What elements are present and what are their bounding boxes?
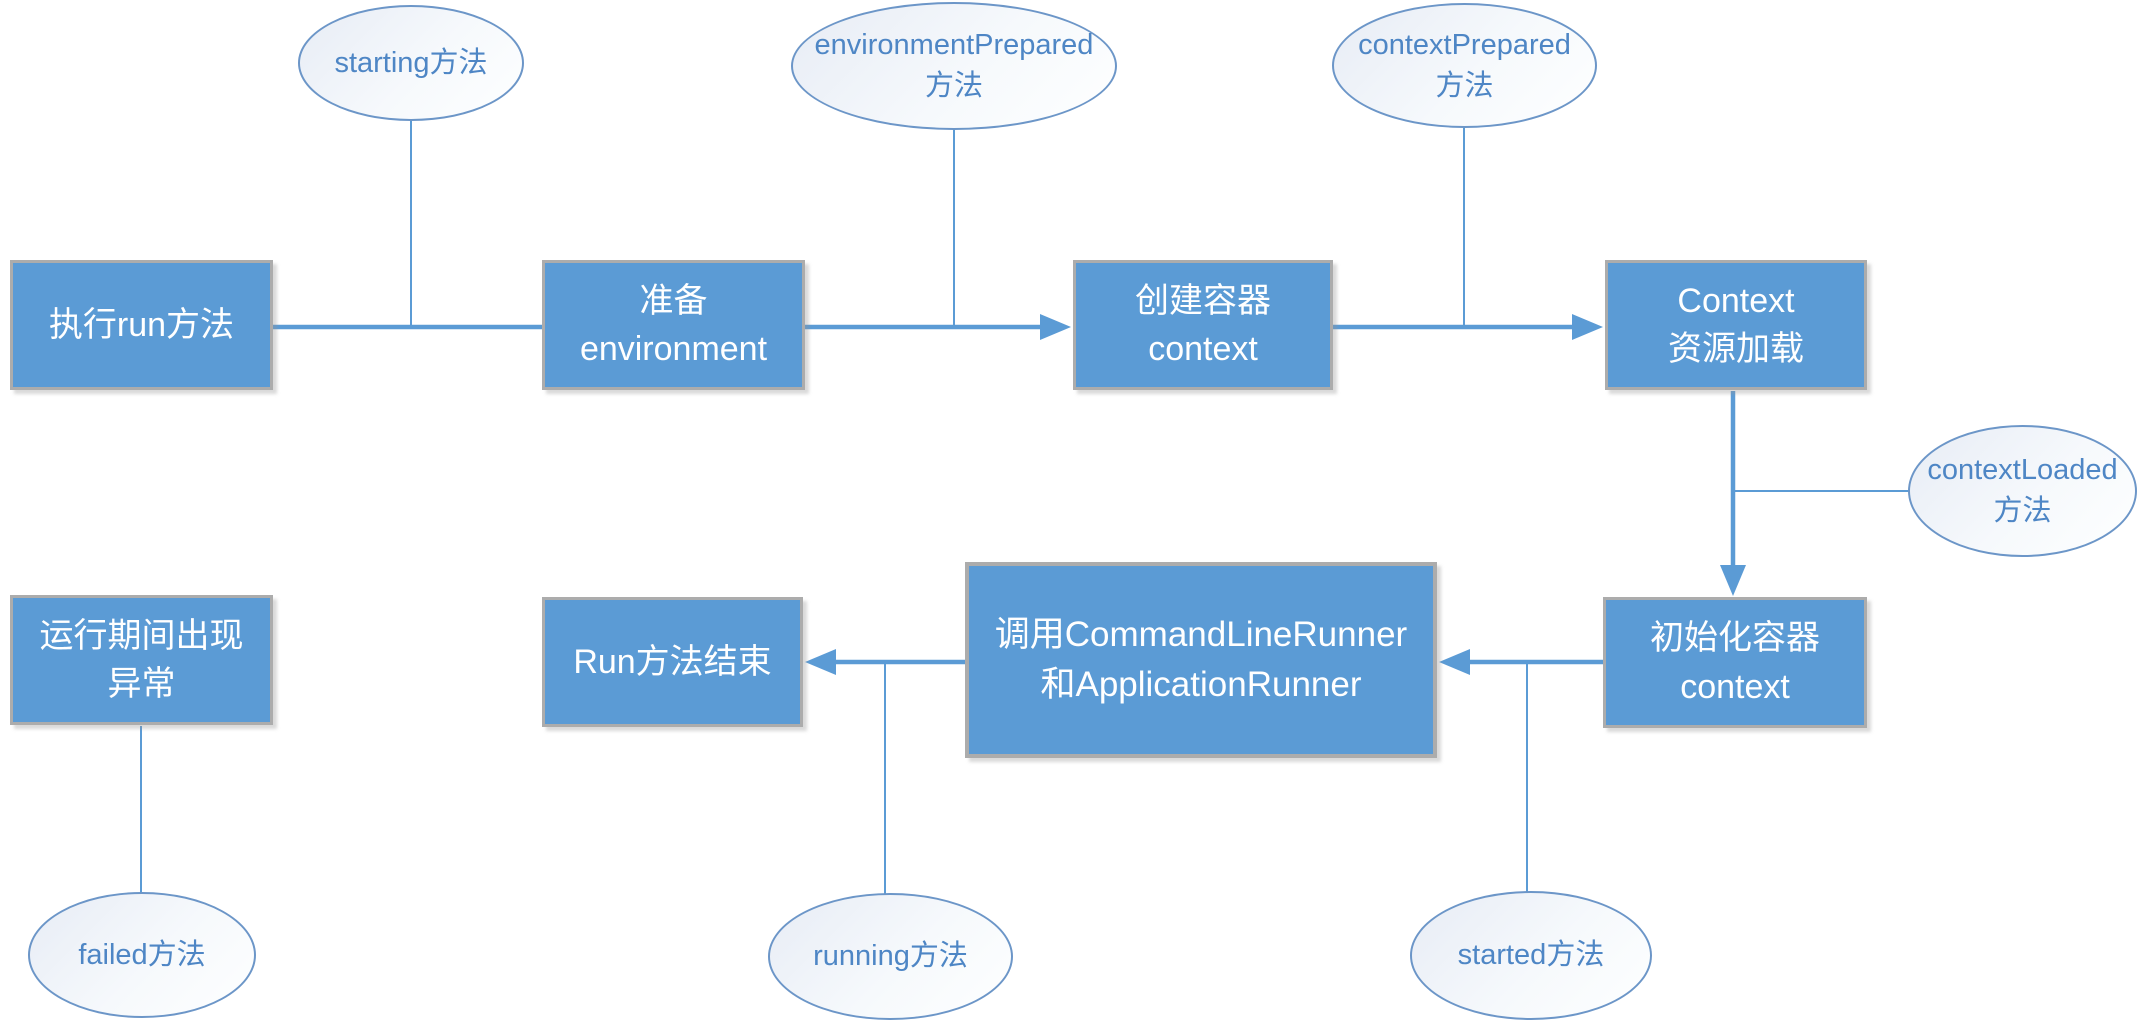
box-runtime-exception-label-line2: 异常 bbox=[107, 665, 176, 703]
ellipse-context-prepared-label-line1: contextPrepared bbox=[1358, 28, 1571, 61]
box-run-end-label: Run方法结束 bbox=[573, 642, 772, 681]
ellipse-environment-prepared-label-line2: 方法 bbox=[924, 70, 983, 102]
ellipse-environment-prepared-method: environmentPrepared 方法 bbox=[791, 2, 1117, 130]
ellipse-started-label: started方法 bbox=[1457, 939, 1605, 972]
box-run-start-label: 执行run方法 bbox=[48, 305, 235, 344]
box-runtime-exception: 运行期间出现 异常 bbox=[10, 595, 273, 725]
ellipse-context-loaded-label-line2: 方法 bbox=[1993, 495, 2052, 527]
ellipse-running-label: running方法 bbox=[813, 940, 968, 973]
box-call-runners-label-line1: 调用CommandLineRunner bbox=[994, 615, 1408, 655]
ellipse-failed-method: failed方法 bbox=[28, 892, 256, 1018]
box-prepare-environment: 准备 environment bbox=[542, 260, 805, 390]
box-run-start: 执行run方法 bbox=[10, 260, 273, 390]
box-call-runners: 调用CommandLineRunner 和ApplicationRunner bbox=[965, 562, 1437, 758]
box-context-load: Context 资源加载 bbox=[1605, 260, 1867, 390]
arrowhead-context-load bbox=[1572, 314, 1603, 340]
box-create-context: 创建容器 context bbox=[1073, 260, 1333, 390]
ellipse-context-prepared-method: contextPrepared 方法 bbox=[1332, 3, 1597, 128]
arrowhead-run-end bbox=[805, 649, 836, 675]
arrowhead-call-runners bbox=[1439, 649, 1470, 675]
box-create-context-label-line2: context bbox=[1148, 330, 1258, 368]
ellipse-starting-method: starting方法 bbox=[298, 5, 524, 121]
ellipse-context-loaded-method: contextLoaded 方法 bbox=[1908, 425, 2137, 557]
box-init-context: 初始化容器 context bbox=[1603, 597, 1867, 728]
box-prepare-environment-label-line2: environment bbox=[579, 330, 768, 368]
ellipse-context-prepared-label-line2: 方法 bbox=[1435, 69, 1494, 102]
box-call-runners-label-line2: 和ApplicationRunner bbox=[1040, 665, 1362, 704]
arrowhead-init-context bbox=[1720, 565, 1746, 596]
ellipse-starting-label: starting方法 bbox=[334, 46, 488, 79]
box-run-end: Run方法结束 bbox=[542, 597, 803, 727]
ellipse-environment-prepared-label-line1: environmentPrepared bbox=[814, 29, 1094, 62]
ellipse-started-method: started方法 bbox=[1410, 891, 1652, 1020]
arrowhead-create-context bbox=[1040, 314, 1071, 340]
box-context-load-label-line2: 资源加载 bbox=[1668, 330, 1804, 368]
box-prepare-environment-label-line1: 准备 bbox=[639, 281, 708, 320]
box-create-context-label-line1: 创建容器 bbox=[1135, 281, 1271, 320]
box-init-context-label-line2: context bbox=[1680, 667, 1790, 706]
box-context-load-label-line1: Context bbox=[1677, 281, 1795, 320]
ellipse-failed-label: failed方法 bbox=[78, 938, 206, 971]
box-init-context-label-line1: 初始化容器 bbox=[1650, 619, 1820, 658]
box-runtime-exception-label-line1: 运行期间出现 bbox=[39, 616, 244, 655]
ellipse-running-method: running方法 bbox=[768, 893, 1013, 1020]
ellipse-context-loaded-label-line1: contextLoaded bbox=[1927, 454, 2118, 487]
